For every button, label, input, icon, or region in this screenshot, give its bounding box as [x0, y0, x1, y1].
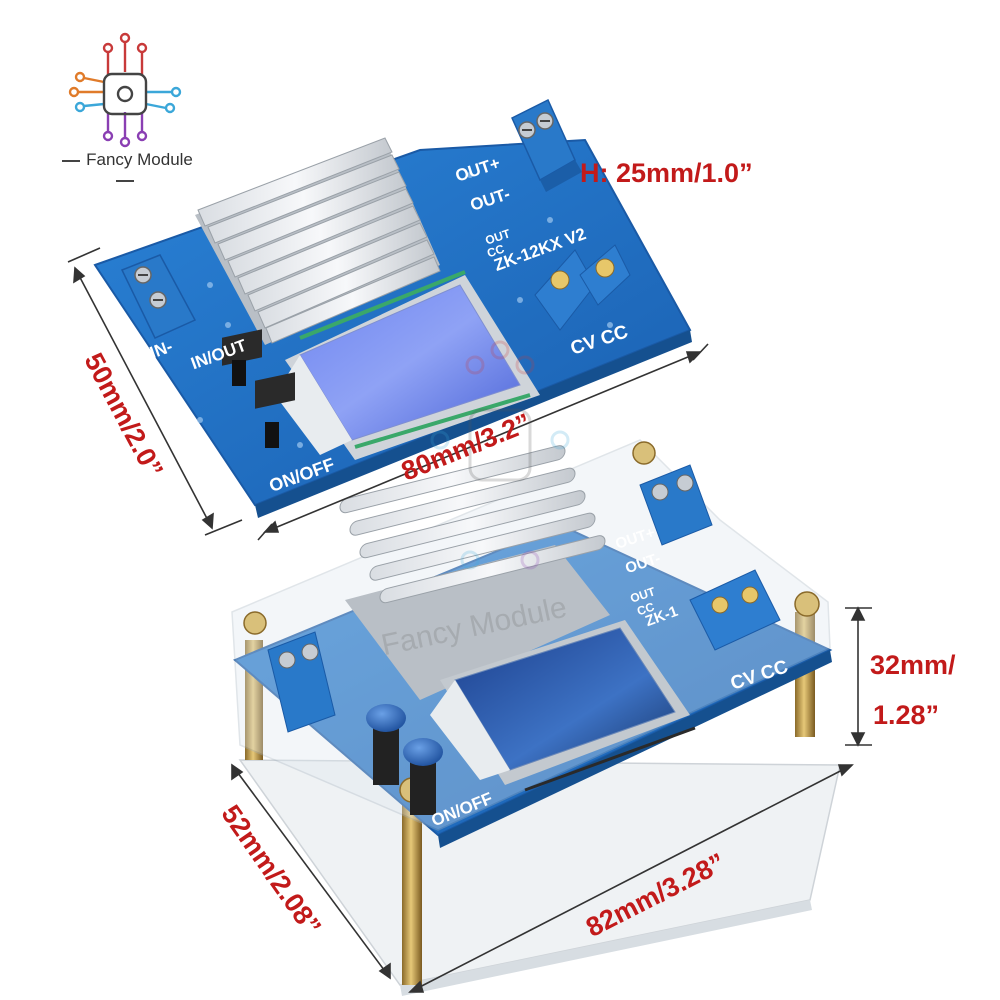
dim-top-height: H: 25mm/1.0”: [580, 158, 753, 188]
output-terminal-block: [639, 464, 713, 546]
brand-name: Fancy Module: [42, 150, 207, 190]
potentiometers: [534, 244, 631, 331]
tactile-buttons: [366, 704, 443, 815]
output-terminal-block: [511, 98, 582, 192]
heatsink: [195, 137, 441, 345]
potentiometers: [689, 569, 781, 651]
heatsink: [339, 445, 610, 700]
input-terminal-block: [267, 631, 336, 733]
tactile-buttons: [222, 329, 295, 448]
dimension-lines: [67, 247, 872, 993]
input-terminal-block: [120, 254, 197, 339]
circuit-logo-icon: [68, 32, 182, 148]
dim-cased-height-2: 1.28”: [873, 700, 940, 730]
lcd-display: [430, 620, 696, 792]
dim-cased-height-1: 32mm/: [870, 650, 956, 680]
cased-board: [231, 439, 841, 996]
watermark-logo: [430, 340, 570, 570]
top-board: [93, 98, 692, 518]
